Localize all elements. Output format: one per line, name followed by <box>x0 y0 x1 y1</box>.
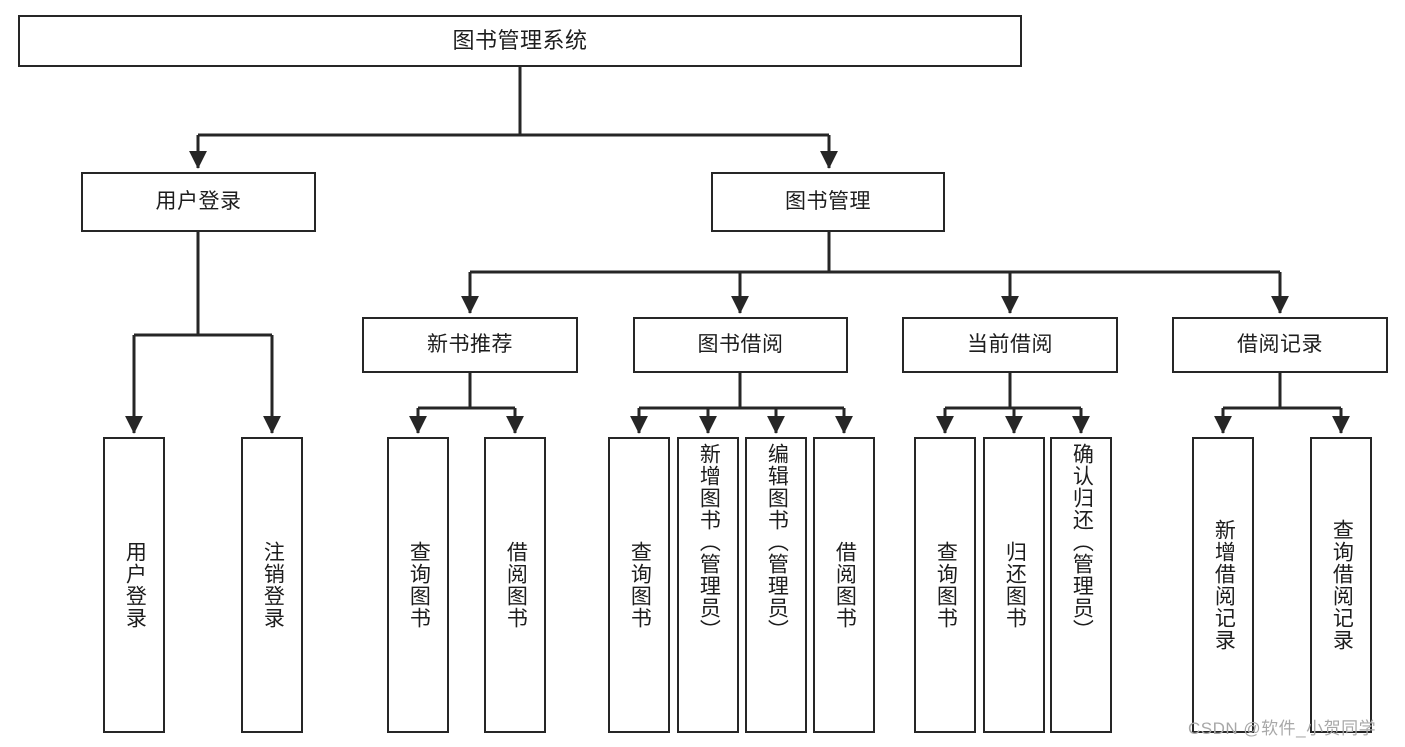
leaf-borrow-book-label: 借阅图书 <box>833 541 857 629</box>
leaf-add-borrow-record[interactable]: 新增借阅记录 <box>1192 437 1254 733</box>
node-new-book-recommend[interactable]: 新书推荐 <box>362 317 578 373</box>
node-root-book-management-system[interactable]: 图书管理系统 <box>18 15 1022 67</box>
leaf-confirm-return-admin-label: 确认归还（管理员） <box>1070 443 1094 641</box>
leaf-user-login[interactable]: 用户登录 <box>103 437 165 733</box>
leaf-query-book-current[interactable]: 查询图书 <box>914 437 976 733</box>
leaf-borrow-book-newbook[interactable]: 借阅图书 <box>484 437 546 733</box>
node-root-label: 图书管理系统 <box>452 27 588 53</box>
leaf-add-borrow-record-label: 新增借阅记录 <box>1212 519 1236 651</box>
leaf-add-book-admin-label: 新增图书（管理员） <box>697 443 721 641</box>
node-current-borrow[interactable]: 当前借阅 <box>902 317 1118 373</box>
csdn-watermark: CSDN @软件_小贺同学 <box>1188 719 1377 738</box>
leaf-query-borrow-record[interactable]: 查询借阅记录 <box>1310 437 1372 733</box>
leaf-user-login-label: 用户登录 <box>123 541 147 629</box>
leaf-edit-book-admin[interactable]: 编辑图书（管理员） <box>745 437 807 733</box>
leaf-borrow-book-newbook-label: 借阅图书 <box>504 541 528 629</box>
node-user-login-label: 用户登录 <box>155 190 242 214</box>
node-borrow-record[interactable]: 借阅记录 <box>1172 317 1388 373</box>
leaf-edit-book-admin-label: 编辑图书（管理员） <box>765 443 789 641</box>
leaf-return-book-label: 归还图书 <box>1003 541 1027 629</box>
leaf-borrow-book[interactable]: 借阅图书 <box>813 437 875 733</box>
leaf-return-book[interactable]: 归还图书 <box>983 437 1045 733</box>
node-book-management-label: 图书管理 <box>785 190 871 214</box>
leaf-add-book-admin[interactable]: 新增图书（管理员） <box>677 437 739 733</box>
node-book-borrow-label: 图书借阅 <box>697 333 784 357</box>
node-book-borrow[interactable]: 图书借阅 <box>633 317 848 373</box>
leaf-query-book-current-label: 查询图书 <box>934 541 958 629</box>
node-new-book-recommend-label: 新书推荐 <box>427 333 513 357</box>
leaf-confirm-return-admin[interactable]: 确认归还（管理员） <box>1050 437 1112 733</box>
leaf-query-book-newbook[interactable]: 查询图书 <box>387 437 449 733</box>
node-borrow-record-label: 借阅记录 <box>1237 333 1323 357</box>
node-book-management[interactable]: 图书管理 <box>711 172 945 232</box>
node-current-borrow-label: 当前借阅 <box>967 333 1053 357</box>
leaf-query-book-newbook-label: 查询图书 <box>407 541 431 629</box>
node-user-login[interactable]: 用户登录 <box>81 172 316 232</box>
leaf-logout-login[interactable]: 注销登录 <box>241 437 303 733</box>
leaf-query-borrow-record-label: 查询借阅记录 <box>1330 519 1354 651</box>
leaf-query-book-borrow[interactable]: 查询图书 <box>608 437 670 733</box>
leaf-logout-login-label: 注销登录 <box>261 541 285 629</box>
leaf-query-book-borrow-label: 查询图书 <box>628 541 652 629</box>
